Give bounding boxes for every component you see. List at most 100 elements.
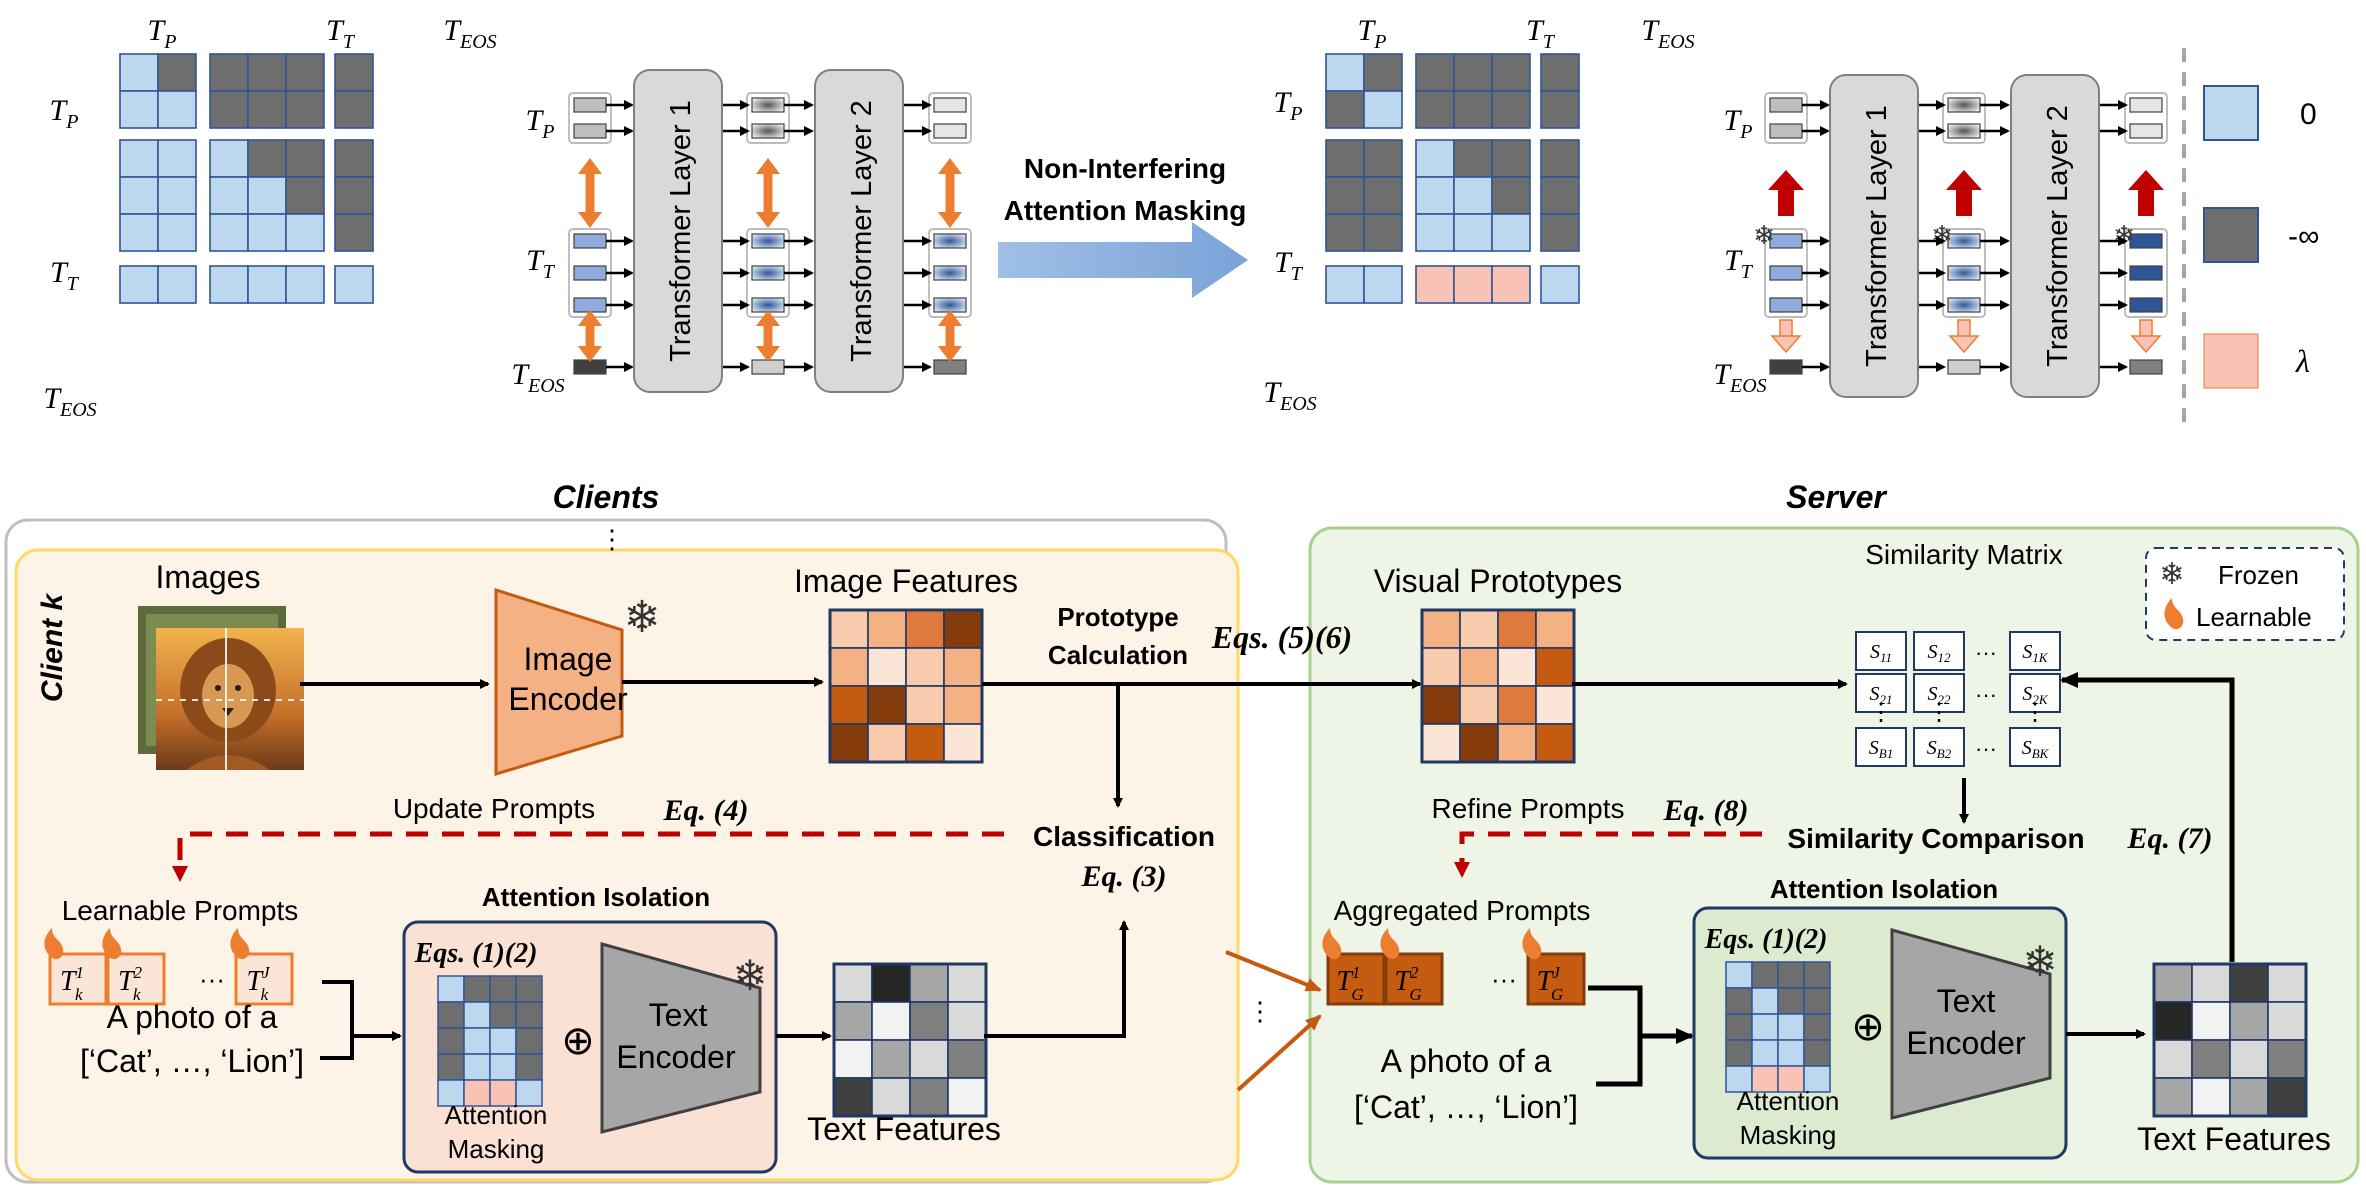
v-ellipsis: ⋮ [1927,699,1951,726]
attention-masking-line1: Attention [1737,1086,1840,1116]
col-label-tp: TP [148,14,177,53]
token [573,265,607,281]
flow-labels-left: TP TT TEOS [511,104,564,397]
mask-cell [157,90,197,129]
grid-labels-left: TP TT TEOS TP TT TEOS [43,14,496,421]
photo-text-line2: [‘Cat’, …, ‘Lion’] [80,1043,304,1079]
mask-cell [119,176,159,215]
mask-cell [1325,53,1365,92]
feature-cell [1421,723,1461,763]
flame-icon [230,928,250,960]
eq8-label: Eq. (8) [1663,794,1749,827]
transformer-layer-1 [1829,74,1919,398]
similarity-cell-label: S1K [2022,641,2049,665]
similarity-comparison-label: Similarity Comparison [1787,823,2084,854]
mask-cell [334,176,374,215]
prompt-dots: ··· [1491,964,1517,994]
mask-cell [1491,53,1531,92]
similarity-cell [2009,631,2061,671]
eq7-label: Eq. (7) [2127,822,2213,855]
mini-mask-cell [463,1001,491,1029]
mask-cell [247,53,287,92]
feature-cell [829,723,869,763]
mask-cell [285,176,325,215]
mask-cell [1325,213,1365,252]
mini-mask-cell [1751,1039,1779,1067]
mask-cell [119,90,159,129]
mask-cell [1363,213,1403,252]
clients-section: Clients ⋮ Client k Images Image Encoder … [36,479,1422,1174]
feature-cell [1459,685,1499,725]
mask-cell [285,90,325,129]
feature-cell [947,1001,987,1041]
orange-arrow-upper [1225,950,1322,992]
mask-cell [334,139,374,178]
similarity-cell [1913,631,1965,671]
prompt-token [1326,952,1386,1006]
similarity-cell [1855,631,1907,671]
legend-frozen-label: Frozen [2218,560,2299,590]
feature-cell [871,963,911,1003]
transformer-flow-left [568,92,972,375]
eq3-label: Eq. (3) [1081,860,1167,893]
aggregated-prompts-label: Aggregated Prompts [1334,895,1591,926]
token [2129,97,2163,113]
mask-cell [157,139,197,178]
token [2129,233,2163,249]
row-label-tp: TP [50,94,79,133]
update-arrow-head [172,866,188,882]
mask-cell [285,265,325,304]
row-label-teos: TEOS [1263,376,1316,415]
clients-ellipsis: ⋮ [599,524,625,554]
mask-cell [1363,176,1403,215]
feature-cell [867,647,907,687]
similarity-cell-label: SB2 [1927,737,1952,761]
mini-mask-cell [463,1027,491,1055]
mini-mask-cell [1803,987,1831,1015]
mask-cell [1325,90,1365,129]
token [573,297,607,313]
mask-cell [334,265,374,304]
transformer-layer-1-label: Transformer Layer 1 [1861,105,1893,367]
similarity-cell [2009,727,2061,767]
similarity-cell [1913,673,1965,713]
mini-mask-cell [1803,961,1831,989]
row-label-tp: TP [1274,86,1303,125]
mini-mask-cell [1725,1065,1753,1093]
mask-cell [1540,139,1580,178]
text-encoder-line2: Encoder [1906,1025,2026,1061]
feature-cell [1497,685,1537,725]
image-features-grid [828,608,984,764]
legend-box [2145,547,2345,641]
token [2129,265,2163,281]
similarity-cell-label: SBK [2022,737,2050,761]
attention-isolation-label: Attention Isolation [1770,874,1998,904]
feature-cell [2153,1077,2193,1117]
text-features-grid [2152,962,2308,1118]
text-features-label: Text Features [807,1111,1001,1147]
mini-mask-cell [1777,961,1805,989]
attention-masking-line2: Masking [1740,1120,1837,1150]
mini-mask-cell [489,1053,517,1081]
col-label-tt: TT [1526,14,1556,53]
feature-cell [947,1039,987,1079]
mask-cell [1415,176,1455,215]
learnable-prompts-label: Learnable Prompts [62,895,299,926]
image-encoder-line1: Image [524,641,613,677]
feature-cell [829,647,869,687]
feature-cell [829,609,869,649]
col-label-teos: TEOS [443,14,496,53]
legend-learnable-label: Learnable [2196,602,2312,632]
feature-cell [909,1077,949,1117]
similarity-cell [1855,673,1907,713]
mini-mask-cell [1751,987,1779,1015]
feature-cell [2267,1001,2307,1041]
eos-token [751,359,785,375]
flame-icon [2164,598,2184,630]
eqs12-label: Eqs. (1)(2) [414,938,538,969]
flow-label-teos: TEOS [511,358,564,397]
row-label-teos: TEOS [43,382,96,421]
eqs12-label: Eqs. (1)(2) [1704,924,1828,955]
